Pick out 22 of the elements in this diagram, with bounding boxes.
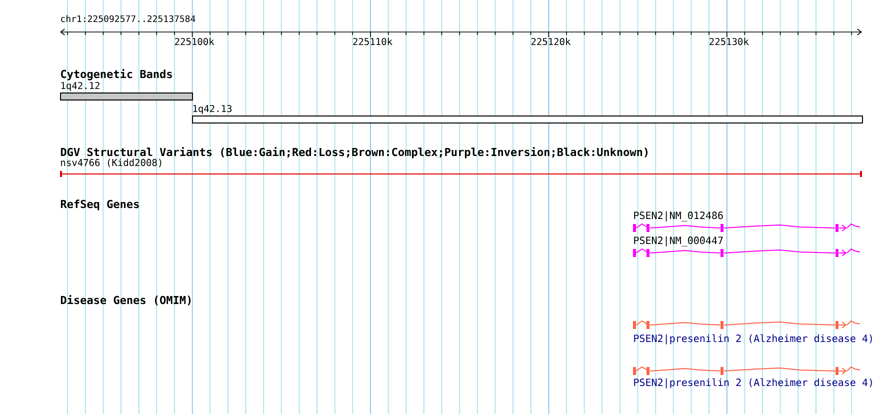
variant-line: nsv4766 (Kidd2008) bbox=[60, 158, 862, 177]
band-bar: 1q42.12 bbox=[60, 82, 194, 100]
track-title: DGV Structural Variants (Blue:Gain;Red:Loss;Brown:Complex;Purple:Inversion;Black:Unknown) bbox=[60, 147, 648, 158]
node-label: PSEN2|presenilin 2 (Alzheimer disease 4) bbox=[634, 334, 872, 344]
gene-model: PSEN2|presenilin 2 (Alzheimer disease 4) bbox=[633, 320, 872, 344]
track-title: Disease Genes (OMIM) bbox=[60, 295, 191, 306]
chromosome-range: chr1:225092577..225137584 bbox=[61, 15, 196, 22]
node-label: PSEN2|presenilin 2 (Alzheimer disease 4) bbox=[634, 378, 872, 388]
track-title: Cytogenetic Bands bbox=[61, 69, 172, 80]
node-label: 1q42.13 bbox=[193, 104, 232, 114]
gene-model: PSEN2|NM_012486 bbox=[633, 211, 860, 232]
node-label: PSEN2|NM_000447 bbox=[634, 236, 723, 246]
tick-label: 225120k bbox=[531, 38, 571, 46]
gene-model: PSEN2|NM_000447 bbox=[633, 236, 860, 257]
tick-label: 225110k bbox=[353, 38, 392, 46]
band-bar: 1q42.13 bbox=[192, 104, 863, 124]
track-title: RefSeq Genes bbox=[60, 200, 139, 210]
node-label: PSEN2|NM_012486 bbox=[634, 211, 723, 222]
node-label: 1q42.12 bbox=[61, 82, 100, 91]
gene-model: PSEN2|presenilin 2 (Alzheimer disease 4) bbox=[633, 366, 872, 388]
tick-label: 225130k bbox=[710, 38, 749, 46]
tick-label: 225100k bbox=[175, 38, 214, 46]
